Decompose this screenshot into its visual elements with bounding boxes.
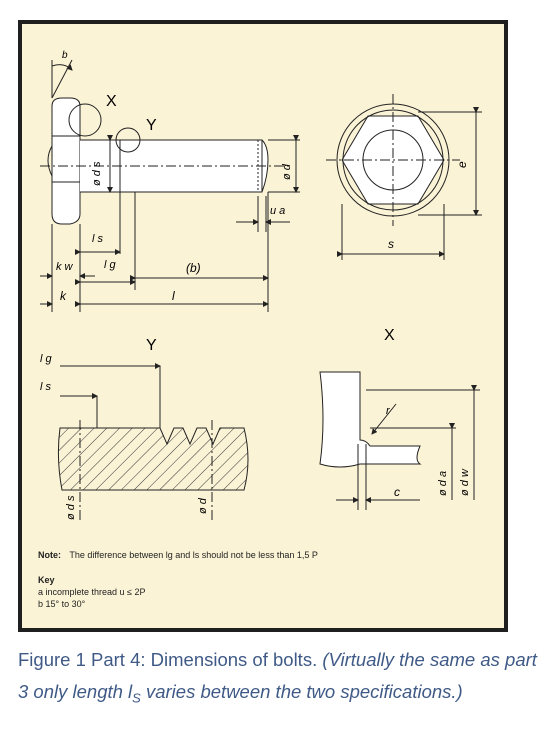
- label-y: Y: [146, 117, 157, 134]
- figure-key: Key a incomplete thread u ≤ 2P b 15° to …: [38, 574, 146, 610]
- key-item-b: b 15° to 30°: [38, 599, 86, 609]
- label-ls2: l s: [40, 381, 52, 393]
- label-ls: l s: [92, 233, 104, 245]
- figure-note: Note: The difference between lg and ls s…: [38, 550, 318, 560]
- label-ds: ø d s: [91, 161, 103, 186]
- detail-y-circle: [115, 127, 141, 153]
- note-text: The difference between lg and ls should …: [69, 550, 318, 560]
- label-x2: X: [384, 327, 395, 344]
- caption-paren-sub: S: [132, 690, 141, 706]
- figure-frame: [18, 20, 508, 632]
- label-ua: u a: [270, 205, 285, 217]
- detail-y-view: [57, 363, 249, 520]
- detail-x-circle: [68, 103, 102, 137]
- key-item-a: a incomplete thread u ≤ 2P: [38, 587, 146, 597]
- label-r: r: [386, 405, 391, 417]
- label-d2: ø d: [197, 497, 209, 514]
- detail-x-view: [319, 371, 480, 510]
- label-da: ø d a: [437, 471, 449, 496]
- bolt-side-view: [40, 59, 300, 312]
- label-l: l: [172, 289, 175, 303]
- caption-paren-1: (Virtually the same as part 3 only lengt…: [18, 649, 537, 702]
- bolt-head: [51, 97, 81, 225]
- label-lg2: l g: [40, 353, 53, 365]
- label-s: s: [388, 237, 394, 251]
- label-c: c: [394, 485, 400, 499]
- caption-parenthetical: (Virtually the same as part 3 only lengt…: [18, 649, 537, 706]
- figure-caption: Figure 1 Part 4: Dimensions of bolts. (V…: [18, 644, 538, 715]
- label-b: b: [62, 50, 68, 61]
- label-kw: k w: [56, 261, 74, 273]
- thread-section: [57, 427, 249, 491]
- label-d: ø d: [281, 163, 293, 180]
- label-ds2: ø d s: [65, 495, 77, 520]
- label-x: X: [106, 93, 117, 110]
- key-title: Key: [38, 575, 55, 585]
- label-lg: l g: [104, 259, 117, 271]
- caption-paren-2: varies between the two specifications.): [140, 681, 463, 702]
- note-label: Note:: [38, 550, 61, 560]
- label-bparen: (b): [186, 261, 201, 275]
- caption-main: Figure 1 Part 4: Dimensions of bolts.: [18, 649, 318, 670]
- label-k: k: [60, 289, 67, 303]
- hex-end-view: [326, 94, 482, 260]
- label-dw: ø d w: [459, 468, 471, 496]
- label-e: e: [455, 161, 469, 168]
- label-y2: Y: [146, 337, 157, 354]
